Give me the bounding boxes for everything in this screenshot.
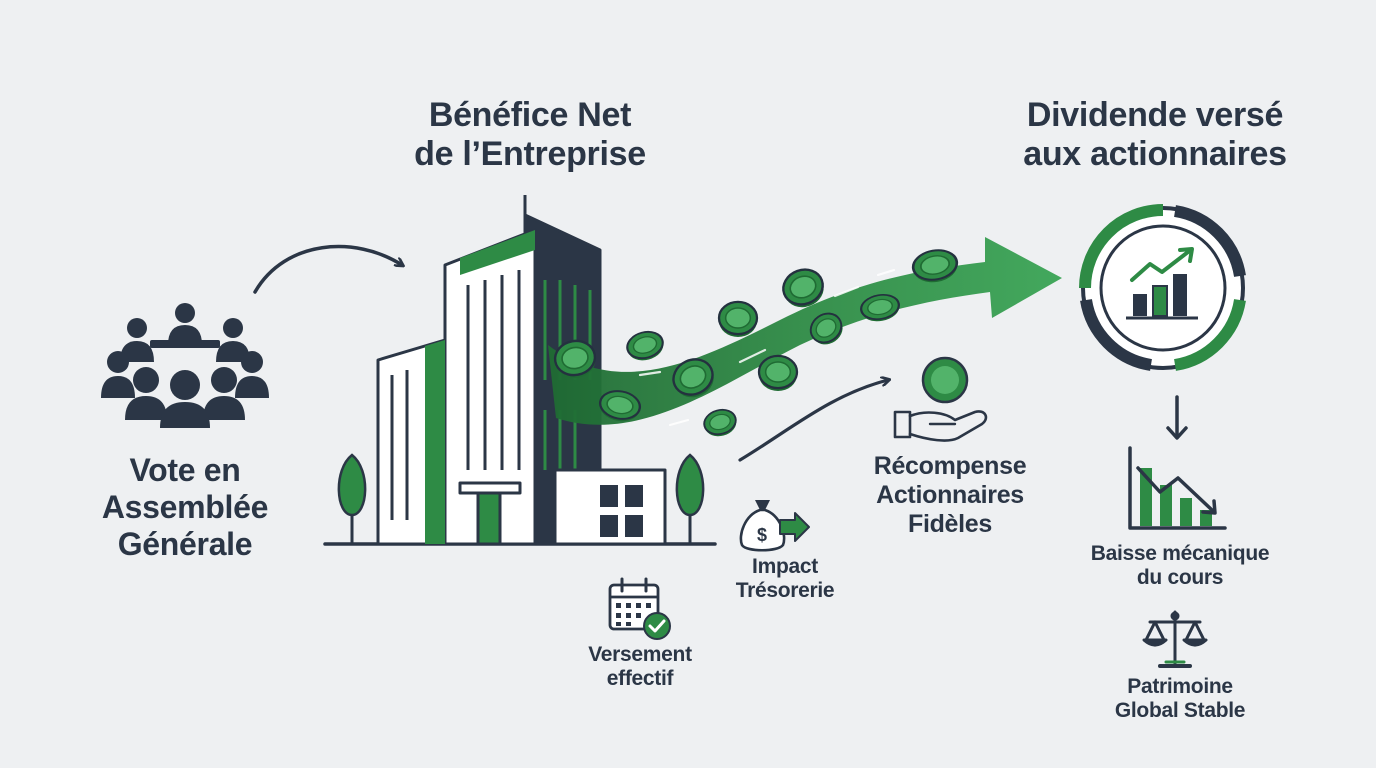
meeting-people-icon [101, 303, 269, 428]
label-line: Actionnaires [876, 480, 1024, 509]
balance-scale-icon [1142, 610, 1208, 668]
label-benefice-net: Bénéfice Net de l’Entreprise [380, 96, 680, 174]
coin-icon [717, 300, 759, 339]
label-line: Vote en [129, 452, 241, 488]
coin-icon [757, 354, 799, 393]
building-icon [376, 195, 667, 546]
flow-direction-dashes [638, 268, 896, 427]
calendar-check-icon [608, 577, 671, 640]
label-line: Trésorerie [735, 579, 835, 603]
down-arrow-icon [1166, 395, 1188, 440]
label-line: Versement [588, 643, 692, 666]
label-impact-tresorerie: Impact Trésorerie [715, 555, 855, 603]
label-line: Récompense [873, 452, 1027, 480]
label-recompense: Récompense Actionnaires Fidèles [835, 452, 1065, 538]
money-bag-symbol: $ [757, 525, 767, 545]
label-line: du cours [1136, 566, 1224, 590]
label-line: Générale [117, 525, 253, 562]
coin-icon [623, 326, 668, 366]
label-baisse-cours: Baisse mécanique du cours [1045, 542, 1315, 590]
arrow-vote-to-building [253, 244, 402, 294]
coin-icon [700, 405, 741, 441]
label-line: Impact [752, 555, 818, 578]
declining-bar-chart-icon [1128, 446, 1227, 530]
label-line: Patrimoine [1127, 675, 1233, 698]
circular-chart-icon [1079, 204, 1246, 371]
label-line: Bénéfice Net [428, 96, 632, 134]
tree-icon [675, 453, 705, 544]
tree-icon [337, 453, 367, 544]
label-line: Dividende versé [1026, 96, 1284, 134]
label-dividende-verse: Dividende versé aux actionnaires [985, 96, 1325, 174]
label-line: aux actionnaires [1023, 135, 1287, 174]
label-line: Assemblée [101, 488, 269, 525]
label-patrimoine-stable: Patrimoine Global Stable [1060, 675, 1300, 723]
label-line: effectif [606, 667, 674, 691]
label-line: Fidèles [907, 509, 993, 538]
label-versement-effectif: Versement effectif [555, 643, 725, 691]
label-line: Baisse mécanique [1090, 542, 1270, 565]
hand-coin-icon [893, 356, 988, 442]
label-line: Global Stable [1114, 699, 1246, 723]
label-line: de l’Entreprise [414, 135, 646, 174]
money-bag-icon: $ [739, 500, 810, 552]
label-vote-assemblee: Vote en Assemblée Générale [70, 452, 300, 562]
arrow-to-recompense [738, 380, 888, 462]
